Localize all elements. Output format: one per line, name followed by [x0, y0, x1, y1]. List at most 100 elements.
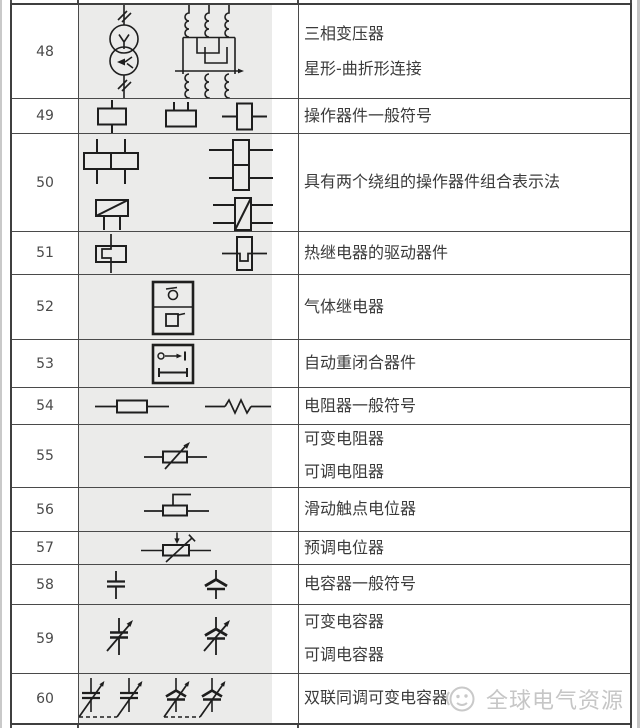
row-number: 60	[12, 674, 79, 723]
description-line: 星形-曲折形连接	[304, 58, 422, 78]
symbol-cell	[79, 232, 299, 274]
table-row-50: 50 具有两个绕组的操作器件组合表示	[12, 134, 630, 232]
operating-device-symbols	[97, 100, 267, 133]
description-line: 可调电容器	[304, 645, 385, 664]
description-line: 滑动触点电位器	[304, 499, 417, 519]
arrowhead	[223, 620, 230, 627]
page-right-edge	[637, 0, 640, 728]
description: 滑动触点电位器	[299, 488, 630, 531]
grid-stub	[77, 0, 79, 3]
arrowhead	[220, 681, 226, 687]
row-number: 57	[12, 532, 79, 564]
description-line: 电容器一般符号	[304, 574, 417, 594]
dual-gang-variable-capacitor-symbols	[79, 678, 226, 718]
description-line: 可调电阻器	[304, 462, 385, 481]
table-row-57: 57 预调电位器	[12, 532, 630, 565]
description-line: 双联同调可变电容器	[304, 688, 449, 708]
grid-stub	[10, 0, 12, 3]
grid-stub	[297, 0, 299, 3]
description-line: 电阻器一般符号	[304, 395, 417, 415]
symbol-cell	[79, 340, 299, 387]
variable-resistor-icon	[144, 443, 207, 470]
description-line: 操作器件一般符号	[304, 105, 433, 125]
table-row-52: 52 气体继电器	[12, 275, 630, 340]
diagonal-box-horizontal-icon	[95, 199, 129, 217]
table-row-53: 53 自动重闭合器件	[12, 340, 630, 388]
description: 三相变压器 星形-曲折形连接	[299, 5, 630, 98]
table-row-51: 51 热继电器的驱动器件	[12, 232, 630, 275]
description: 双联同调可变电容器 全球电气资源	[299, 674, 630, 723]
table-row-59: 59	[12, 605, 630, 674]
table-row-60: 60	[12, 674, 630, 723]
operating-device-box-icon	[236, 102, 253, 131]
description: 可变电阻器 可调电阻器	[299, 425, 630, 487]
wiper-arrowhead	[174, 538, 180, 544]
description: 气体继电器	[299, 275, 630, 339]
row-number: 53	[12, 340, 79, 387]
transformer-two-circles-icon	[109, 5, 139, 98]
row-number: 58	[12, 565, 79, 604]
description-line: 自动重闭合器件	[304, 353, 417, 373]
row-number: 59	[12, 605, 79, 673]
auto-reclosing-box-icon	[151, 343, 195, 385]
description-line: 可变电阻器	[304, 429, 385, 449]
symbol-shade	[79, 565, 272, 604]
symbol-shade	[79, 532, 272, 564]
potentiometer-symbol	[144, 493, 209, 517]
description: 预调电位器	[299, 532, 630, 564]
description-line: 气体继电器	[304, 296, 385, 316]
gas-relay-symbol	[151, 280, 195, 336]
grid-stub	[297, 725, 299, 728]
description: 可变电容器 可调电容器	[299, 605, 630, 673]
description: 自动重闭合器件	[299, 340, 630, 387]
grid-stub	[630, 725, 632, 728]
page-left-edge	[0, 0, 2, 728]
description-line: 三相变压器	[304, 23, 385, 43]
table-row-49: 49 操作器件一般符号	[12, 99, 630, 134]
resistor-symbols	[95, 397, 271, 416]
star-zigzag-winding-icon	[175, 5, 239, 98]
symbol-cell	[79, 134, 299, 231]
variable-resistor-symbol	[144, 442, 207, 470]
watermark-logo-icon	[445, 686, 475, 711]
table-row-56: 56 滑动触点电位器	[12, 488, 630, 532]
arrowhead	[126, 620, 133, 627]
symbol-shade	[79, 605, 272, 673]
preset-potentiometer-icon	[141, 532, 211, 563]
description: 操作器件一般符号	[299, 99, 630, 133]
description: 电容器一般符号	[299, 565, 630, 604]
lead-arrowhead	[238, 68, 244, 74]
description-line: 预调电位器	[304, 537, 385, 557]
diagonal-box-vertical-icon	[234, 197, 252, 231]
symbol-shade	[79, 340, 272, 387]
table-row-48: 48	[12, 5, 630, 99]
arrowhead	[137, 681, 143, 687]
symbol-cell	[79, 674, 299, 723]
grid-stub	[630, 0, 632, 3]
symbol-cell	[79, 532, 299, 564]
watermark: 全球电气资源	[443, 683, 624, 715]
description-line: 热继电器的驱动器件	[304, 242, 449, 262]
symbol-cell	[79, 275, 299, 339]
table-row-58: 58 电容器一般符号	[12, 565, 630, 605]
zigzag-arrowhead	[117, 58, 125, 66]
row-number: 52	[12, 275, 79, 339]
arrowhead	[184, 681, 190, 687]
variable-capacitor-symbols	[106, 617, 230, 655]
table-row-54: 54 电阻器一般符号	[12, 388, 630, 425]
symbol-cell	[79, 425, 299, 487]
operating-device-box-icon	[165, 109, 197, 128]
operating-device-box-icon	[97, 107, 127, 126]
three-phase-transformer-symbols	[109, 5, 244, 98]
sliding-contact-potentiometer-icon	[144, 493, 209, 517]
description-line: 可变电容器	[304, 612, 385, 632]
electrical-symbols-table: 48	[10, 3, 632, 725]
row-number: 56	[12, 488, 79, 531]
row-number: 55	[12, 425, 79, 487]
grid-stub	[10, 725, 12, 728]
gas-relay-box-icon	[151, 280, 195, 336]
symbol-shade	[79, 425, 272, 487]
auto-reclosing-symbol	[151, 343, 195, 385]
arrowhead	[176, 353, 182, 359]
